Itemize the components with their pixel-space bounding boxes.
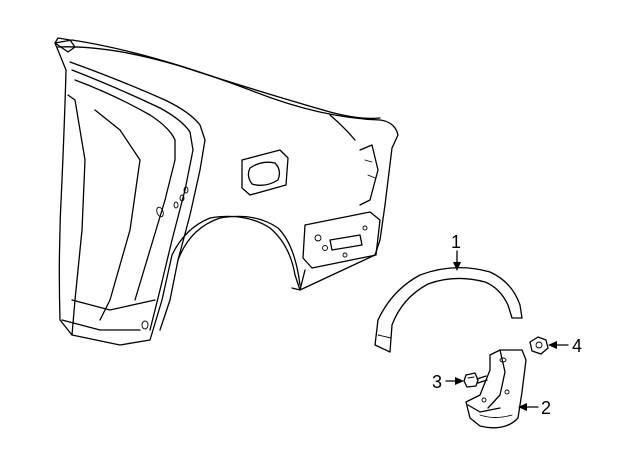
callout-label-2: 2 [541, 398, 551, 418]
wheel-opening-molding [374, 267, 523, 353]
callout-arrow-1 [453, 262, 461, 271]
callout-3: 3 [432, 372, 464, 392]
callout-4: 4 [548, 336, 582, 356]
callout-arrow-2 [518, 403, 527, 411]
callout-1: 1 [451, 232, 461, 271]
callout-arrow-3 [455, 377, 464, 385]
splash-guard [465, 349, 527, 429]
callout-arrow-4 [548, 341, 557, 349]
quarter-panel [54, 37, 399, 346]
callout-label-3: 3 [432, 372, 442, 392]
callout-label-4: 4 [572, 336, 582, 356]
nut [529, 336, 549, 355]
callout-2: 2 [518, 398, 551, 418]
callout-label-1: 1 [451, 232, 461, 252]
screw [463, 372, 488, 388]
